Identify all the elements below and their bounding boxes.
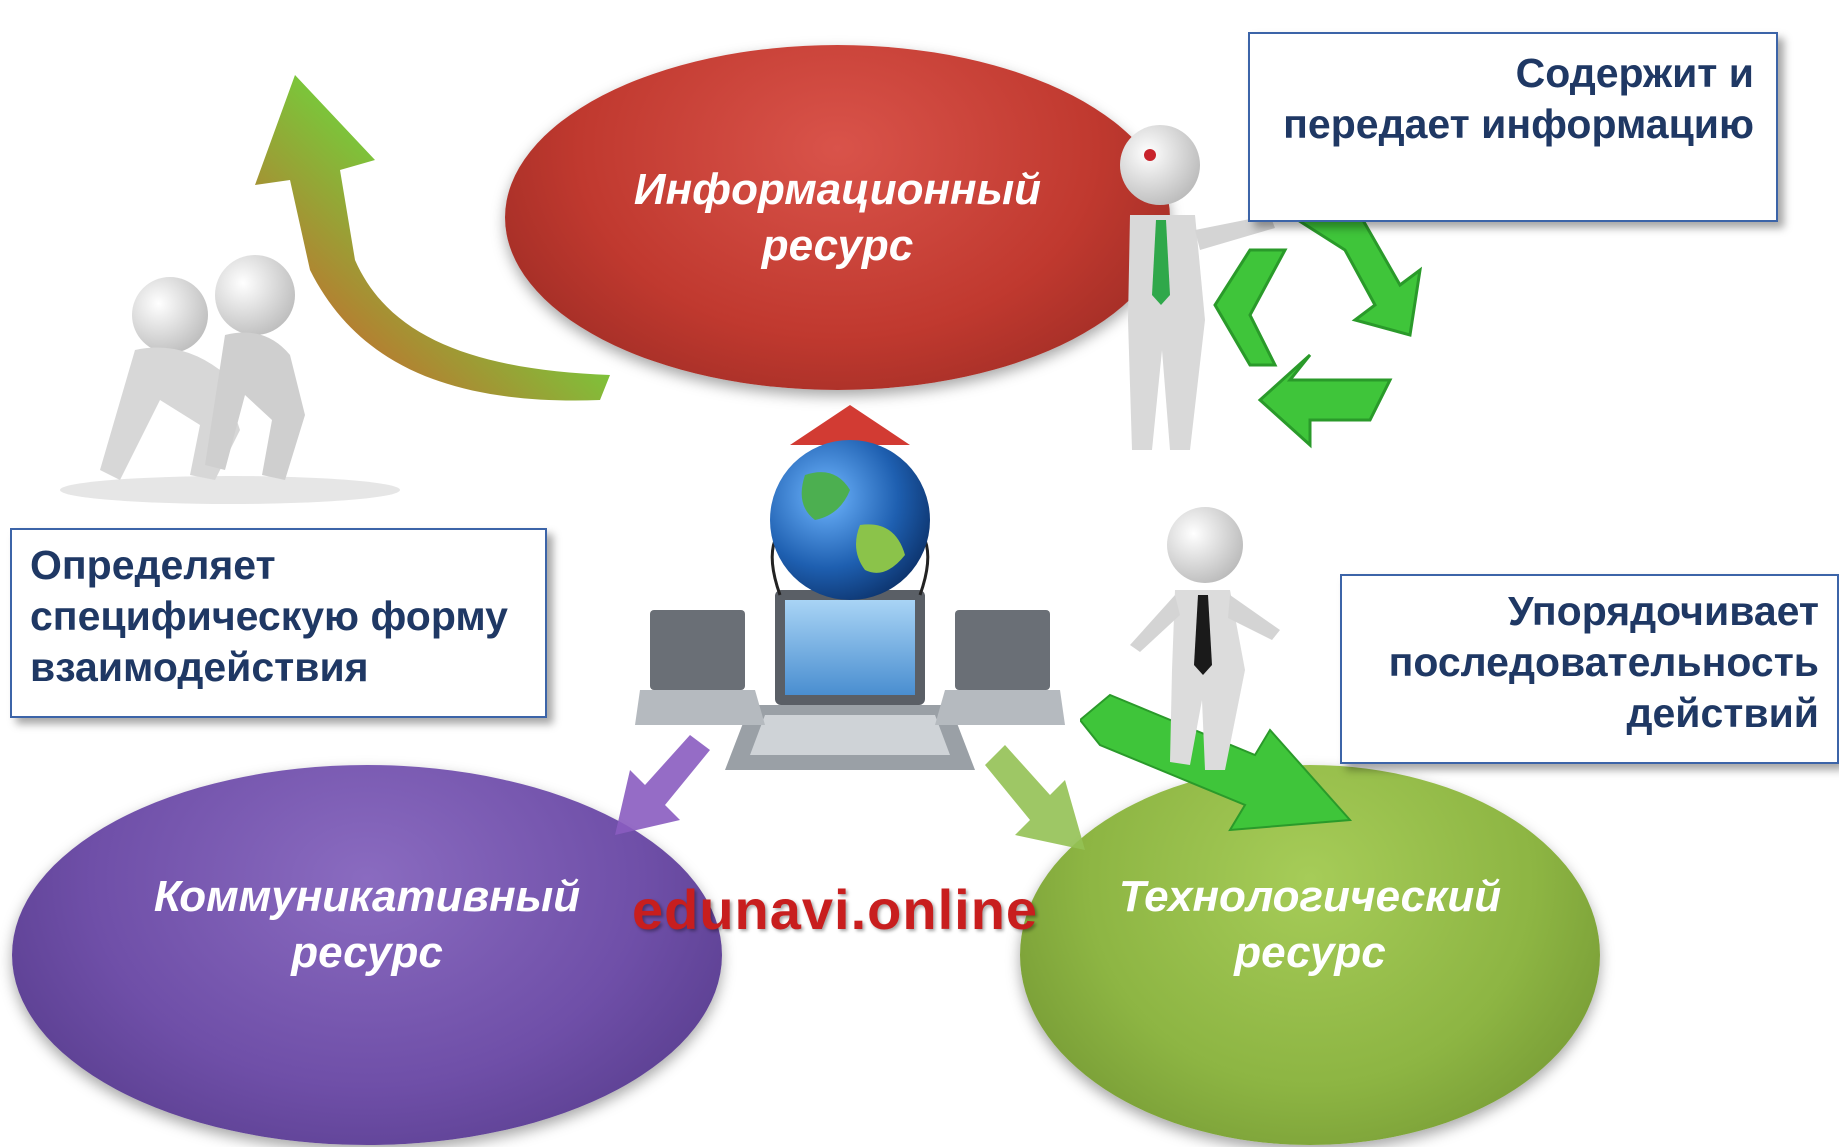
arrow-to-technological-icon [985,745,1085,850]
globe-laptop-network-illustration [635,405,1065,770]
textbox-line: последовательность [1388,639,1819,685]
person-head-icon [215,255,295,335]
communication-resource-ellipse: Коммуникативный ресурс [12,765,722,1145]
globe-icon [770,440,930,600]
figure-on-arrow-illustration [1080,507,1353,832]
communication-resource-label-line2: ресурс [291,928,443,977]
textbox-line: Определяет [30,542,276,588]
information-resource-label-line1: Информационный [633,164,1042,214]
figure-head-icon [1120,125,1200,205]
information-resource-label-line2: ресурс [761,220,914,270]
technological-resource-label-line2: ресурс [1234,928,1386,977]
information-resource-ellipse: Информационный ресурс [505,45,1170,390]
textbox-line: Упорядочивает [1507,588,1819,634]
technological-resource-label-line1: Технологический [1118,872,1502,921]
figure-with-recycle-illustration [1120,125,1423,450]
technological-resource-ellipse: Технологический ресурс [1020,765,1600,1145]
people-pushing-arrow-illustration [60,75,610,504]
person-head-icon [132,277,208,353]
growth-arrow-shape [255,75,610,401]
textbox-line: действий [1626,690,1819,736]
up-arrow-icon [790,405,910,470]
recycle-icon [1213,213,1423,449]
textbox-line: специфическую форму [30,593,508,639]
textbox-line: Содержит и [1515,50,1754,96]
defines-form-textbox: Определяет специфическую форму взаимодей… [10,528,547,718]
site-watermark: edunavi.online [632,878,1039,941]
textbox-line: передает информацию [1283,101,1754,147]
communication-resource-label-line1: Коммуникативный [153,872,581,921]
arrow-to-communication-icon [615,735,710,835]
figure-head-icon [1167,507,1243,583]
contains-info-textbox: Содержит и передает информацию [1248,32,1778,222]
textbox-line: взаимодействия [30,644,369,690]
laptop-icon [725,590,975,770]
orders-actions-textbox: Упорядочивает последовательность действи… [1340,574,1839,764]
